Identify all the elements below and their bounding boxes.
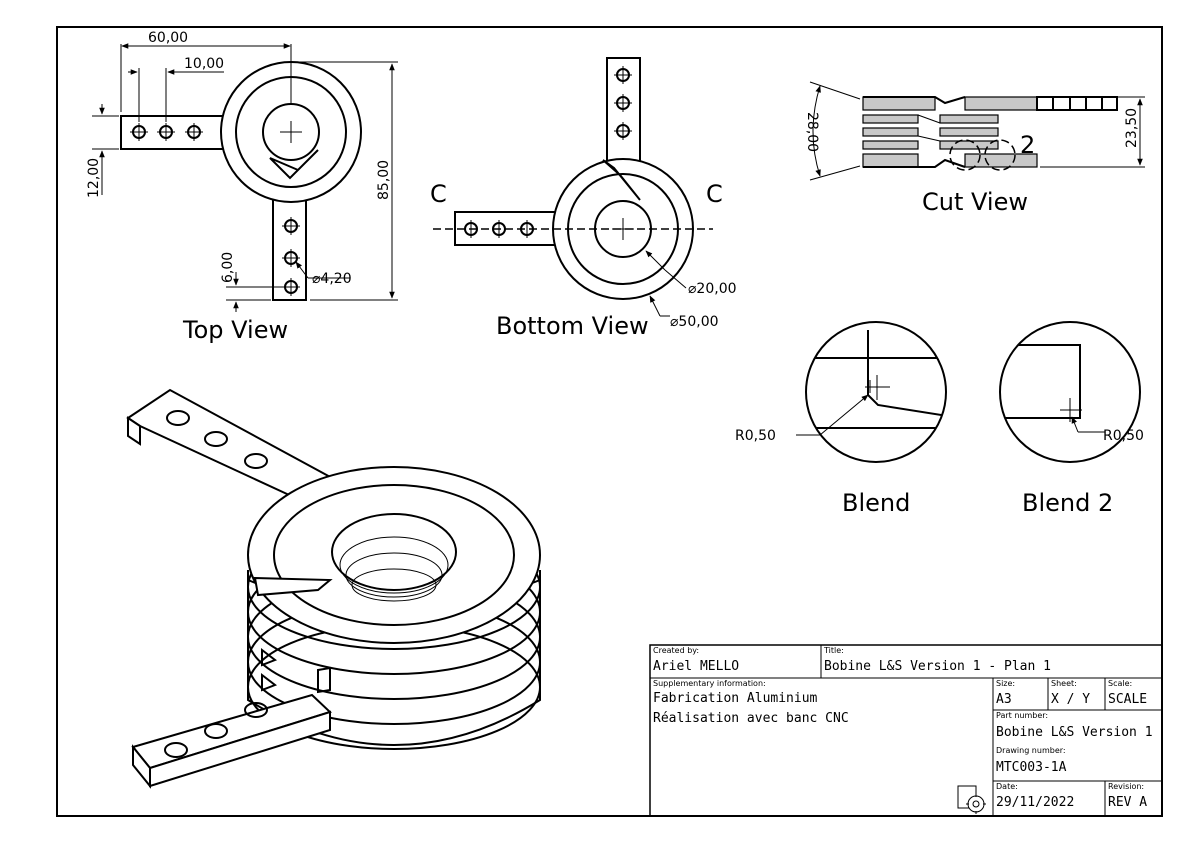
dim-inner-dia: ⌀20,00 [688, 281, 737, 297]
bottom-view-label: Bottom View [496, 312, 649, 340]
scale-label: Scale: [1108, 679, 1132, 688]
revision-label: Revision: [1108, 782, 1144, 791]
date-value: 29/11/2022 [996, 795, 1074, 810]
blend2-label: Blend 2 [1022, 489, 1113, 517]
top-view-holes-left [130, 123, 203, 141]
dim-23: 23,50 [1124, 108, 1140, 148]
supplementary-line2: Réalisation avec banc CNC [653, 711, 849, 726]
dim-85: 85,00 [376, 160, 392, 200]
top-view-bottom-arm [272, 189, 307, 301]
bottom-view-holes-left [464, 220, 534, 238]
dim-hole-dia: ⌀4,20 [312, 271, 352, 287]
created-by-label: Created by: [653, 646, 699, 655]
dim-outer-dia: ⌀50,00 [670, 314, 719, 330]
blend-label: Blend [842, 489, 910, 517]
top-view: 60,00 10,00 12,00 85,00 6,00 ⌀4,20 Top V… [86, 30, 398, 344]
bottom-view-slot [602, 159, 641, 201]
size-value: A3 [996, 692, 1012, 707]
sheet-label: Sheet: [1051, 679, 1077, 688]
scale-value: SCALE [1108, 692, 1147, 707]
gear-icon [957, 785, 986, 814]
revision-value: REV A [1108, 795, 1147, 810]
cut-view-label: Cut View [922, 188, 1028, 216]
drawing-number-value: MTC003-1A [996, 760, 1067, 775]
created-by-value: Ariel MELLO [653, 659, 739, 674]
isometric-view [126, 388, 541, 789]
dim-28: 28,00 [804, 112, 820, 152]
bottom-view-holes-top [614, 66, 632, 140]
detail-circle-1 [949, 139, 981, 171]
drawing-number-label: Drawing number: [996, 746, 1066, 755]
iso-inner-bore [331, 513, 457, 591]
detail-circle-2 [984, 139, 1016, 171]
sheet-border [56, 26, 1163, 817]
blend2-detail: R0,50 Blend 2 [999, 321, 1144, 517]
part-number-value: Bobine L&S Version 1 [996, 725, 1153, 740]
dim-12: 12,00 [86, 158, 102, 198]
bottom-view: C C ⌀20,00 ⌀50,00 Bottom View [430, 57, 737, 340]
cut-view: 2 28,00 23,50 Cut View [804, 81, 1145, 216]
blend-radius: R0,50 [735, 428, 776, 444]
top-view-label: Top View [182, 316, 288, 344]
blend2-radius: R0,50 [1103, 428, 1144, 444]
title-block: Created by: Ariel MELLO Title: Bobine L&… [649, 644, 1163, 817]
top-view-holes-bottom [282, 217, 300, 296]
dim-60: 60,00 [148, 30, 188, 46]
supplementary-line1: Fabrication Aluminium [653, 691, 818, 706]
supplementary-label: Supplementary information: [653, 679, 766, 688]
title-value: Bobine L&S Version 1 - Plan 1 [824, 659, 1051, 674]
date-label: Date: [996, 782, 1018, 791]
size-label: Size: [996, 679, 1015, 688]
section-marker-right: C [706, 180, 723, 208]
dim-10: 10,00 [184, 56, 224, 72]
part-number-label: Part number: [996, 711, 1048, 720]
title-label: Title: [823, 646, 844, 655]
detail-marker: 2 [1020, 131, 1035, 159]
top-view-slot [269, 149, 319, 180]
dim-6: 6,00 [220, 252, 236, 283]
section-marker-left: C [430, 180, 447, 208]
blend-detail: R0,50 Blend [735, 321, 947, 517]
sheet-value: X / Y [1051, 692, 1090, 707]
iso-top-disk [247, 466, 541, 644]
